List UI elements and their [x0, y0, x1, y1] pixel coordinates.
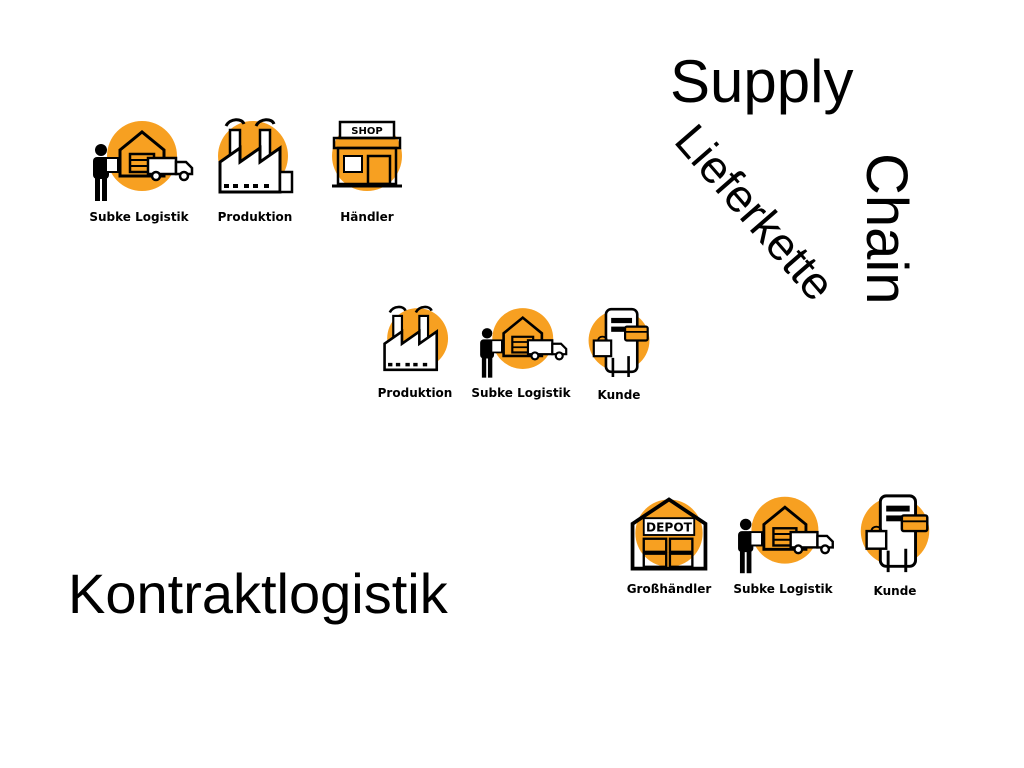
logistics-warehouse-truck-icon	[93, 121, 194, 201]
node-label: Händler	[340, 210, 394, 224]
logistics-warehouse-truck-icon	[738, 496, 834, 574]
depot-sign-text: DEPOT	[646, 520, 693, 534]
chain-node: Kunde	[564, 304, 674, 402]
chain-title: Chain	[854, 153, 919, 305]
logistics-warehouse-truck-icon	[480, 308, 568, 378]
chain-node: Subke Logistik	[466, 302, 576, 400]
node-label: Kunde	[597, 388, 641, 402]
node-label: Subke Logistik	[89, 210, 189, 224]
chain-node: Produktion	[360, 302, 470, 400]
chain-node: Subke Logistik	[84, 114, 194, 224]
lieferkette-title: Lieferkette	[665, 114, 846, 311]
chain-node: Kunde	[840, 490, 950, 598]
node-label: Produktion	[217, 210, 293, 224]
depot-warehouse-icon: DEPOT	[630, 497, 708, 571]
factory-icon	[383, 305, 449, 372]
shop-icon: SHOP	[332, 120, 402, 191]
chain-node: DEPOT Großhändler	[614, 492, 724, 596]
factory-icon	[218, 118, 294, 194]
shop-sign-text: SHOP	[351, 126, 382, 137]
supply-title: Supply	[670, 48, 854, 115]
node-label: Produktion	[377, 386, 453, 400]
chain-node: SHOP Händler	[312, 114, 422, 224]
node-label: Großhändler	[626, 582, 712, 596]
chain-node: Subke Logistik	[728, 490, 838, 596]
node-label: Subke Logistik	[471, 386, 571, 400]
smartphone-shopping-icon	[588, 307, 650, 378]
node-label: Kunde	[873, 584, 917, 598]
kontraktlogistik-title: Kontraktlogistik	[68, 562, 448, 625]
chain-node: Produktion	[200, 114, 310, 224]
node-label: Subke Logistik	[733, 582, 833, 596]
smartphone-shopping-icon	[860, 494, 930, 573]
